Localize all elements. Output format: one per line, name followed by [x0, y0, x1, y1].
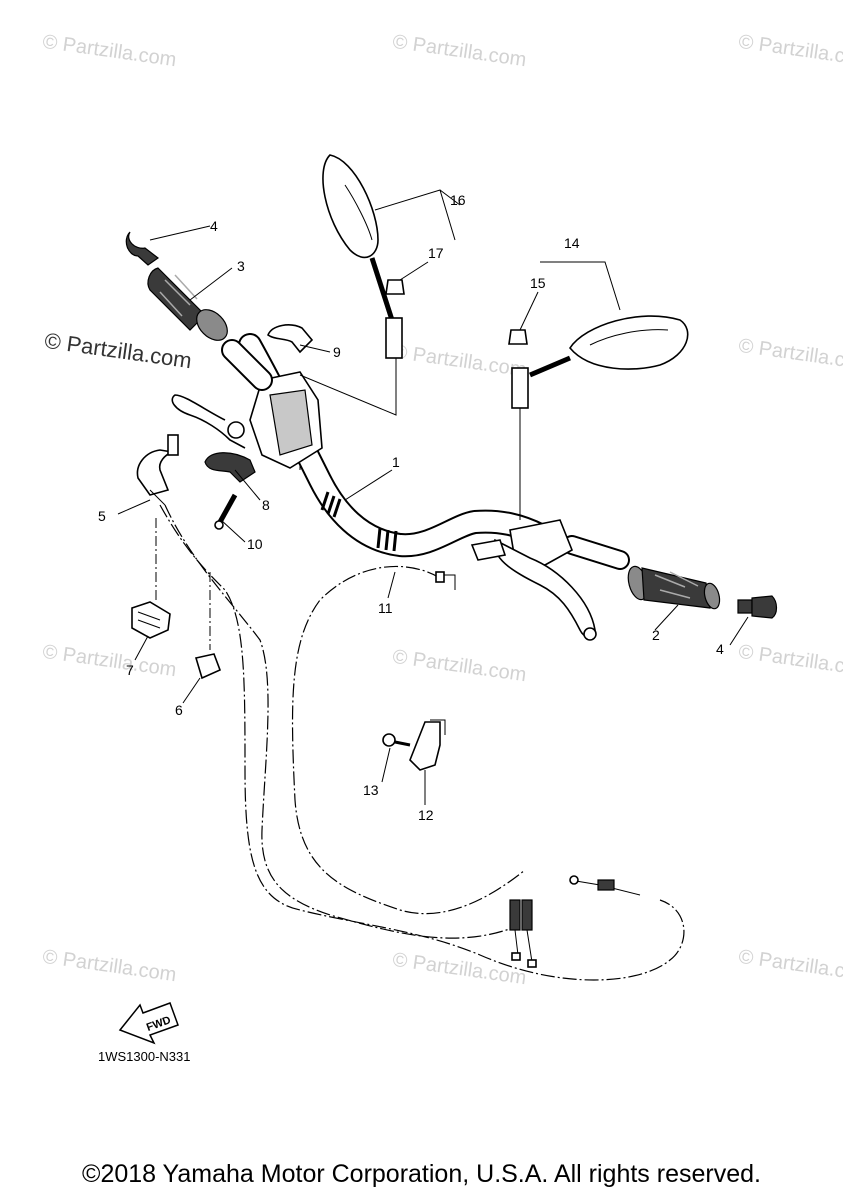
callout-13: 13 — [363, 782, 379, 798]
callout-6: 6 — [175, 702, 183, 718]
right-lever-assembly[interactable] — [470, 519, 597, 641]
clutch-cable-11 — [291, 565, 526, 915]
left-grip[interactable] — [147, 267, 273, 391]
right-mirror[interactable] — [511, 315, 689, 520]
callout-10: 10 — [247, 536, 263, 552]
callout-9: 9 — [333, 344, 341, 360]
left-mirror[interactable] — [299, 154, 403, 416]
cable-ends — [509, 875, 641, 968]
leader-lines — [117, 189, 749, 805]
right-grip[interactable] — [562, 535, 722, 610]
clamp-6[interactable] — [194, 653, 222, 680]
switch-5[interactable] — [136, 434, 179, 506]
bolt-13[interactable] — [382, 733, 411, 747]
callout-8: 8 — [262, 497, 270, 513]
callout-15: 15 — [530, 275, 546, 291]
callout-4-left: 4 — [210, 218, 218, 234]
callout-17: 17 — [428, 245, 444, 261]
right-bar-end[interactable] — [737, 595, 778, 619]
callout-3: 3 — [237, 258, 245, 274]
nut-17[interactable] — [385, 279, 405, 295]
callout-16: 16 — [450, 192, 466, 208]
callout-14: 14 — [564, 235, 580, 251]
diagram-code: 1WS1300-N331 — [98, 1049, 191, 1064]
clamp-9[interactable] — [267, 324, 314, 354]
left-bar-end[interactable] — [125, 231, 160, 266]
fwd-arrow-icon: FWD — [118, 1002, 179, 1045]
throttle-cable — [159, 504, 685, 981]
callout-1: 1 — [392, 454, 400, 470]
clip-7[interactable] — [131, 601, 171, 639]
callout-11: 11 — [378, 600, 393, 616]
bracket-12[interactable] — [409, 719, 446, 771]
callout-2: 2 — [652, 627, 660, 643]
clamp-8[interactable] — [204, 452, 256, 483]
callout-5: 5 — [98, 508, 106, 524]
callout-7: 7 — [126, 662, 134, 678]
callout-12: 12 — [418, 807, 434, 823]
bolt-10[interactable] — [214, 493, 238, 530]
nut-15[interactable] — [508, 329, 528, 345]
callout-4-right: 4 — [716, 641, 724, 657]
copyright-notice: ©2018 Yamaha Motor Corporation, U.S.A. A… — [82, 1160, 761, 1188]
left-switch-housing[interactable] — [171, 371, 323, 469]
